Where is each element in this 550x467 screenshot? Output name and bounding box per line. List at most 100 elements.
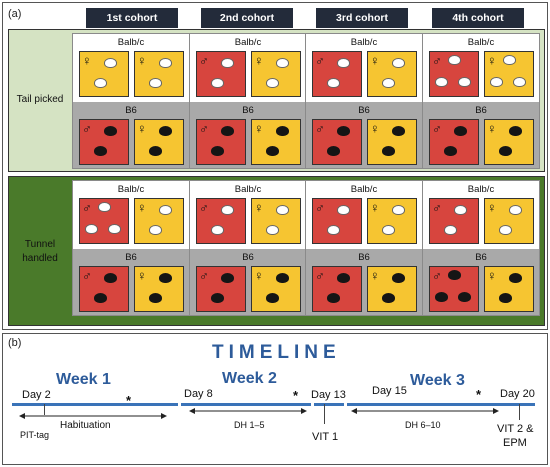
tail-picked-label-line: Tail picked [16,94,64,105]
b6-title: B6 [358,105,370,116]
dh-1-5-label: DH 1–5 [234,420,265,430]
b6-section: B6♂♀ [423,249,539,315]
female-cage-box: ♀ [484,266,534,312]
b6-section: B6♂♀ [423,102,539,168]
black-mouse-icon [392,273,405,283]
male-symbol-icon: ♂ [315,53,325,68]
balbc-title: Balb/c [117,184,145,195]
black-mouse-icon [327,146,340,156]
black-mouse-icon [382,146,395,156]
black-mouse-icon [266,293,279,303]
b6-title: B6 [242,105,254,116]
female-cage-box: ♀ [367,51,417,97]
white-mouse-icon [435,77,448,87]
white-mouse-icon [108,224,121,234]
b6-section: B6♂♀ [73,102,189,168]
male-symbol-icon: ♂ [315,121,325,136]
male-cage-box: ♂ [312,266,362,312]
female-cage-box: ♀ [134,266,184,312]
panel-a-label: (a) [8,8,22,20]
black-mouse-icon [509,273,522,283]
female-symbol-icon: ♀ [137,53,147,68]
dh-6-10-label: DH 6–10 [405,420,441,430]
black-mouse-icon [444,146,457,156]
male-cage-box: ♂ [429,198,479,244]
female-symbol-icon: ♀ [370,268,380,283]
balbc-section: Balb/c♂♀ [306,34,422,100]
panel-b [2,333,548,465]
star-marker-1: * [126,393,132,408]
b6-section: B6♂♀ [190,102,306,168]
day-15-label: Day 15 [372,385,407,397]
female-cage-box: ♀ [134,51,184,97]
black-mouse-icon [448,270,461,280]
female-symbol-icon: ♀ [254,200,264,215]
male-symbol-icon: ♂ [315,268,325,283]
female-symbol-icon: ♀ [254,53,264,68]
male-symbol-icon: ♂ [432,200,442,215]
male-cage-box: ♂ [196,198,246,244]
white-mouse-icon [276,205,289,215]
white-mouse-icon [509,205,522,215]
vit-1-tick [324,404,325,424]
cohort-header-2: 2nd cohort [201,8,293,28]
black-mouse-icon [327,293,340,303]
balbc-title: Balb/c [234,184,262,195]
male-symbol-icon: ♂ [432,121,442,136]
week-1-label: Week 1 [56,371,111,388]
b6-title: B6 [125,105,137,116]
female-symbol-icon: ♀ [487,268,497,283]
black-mouse-icon [104,273,117,283]
cohort-group: Balb/c♂♀B6♂♀ [422,180,540,316]
black-mouse-icon [211,146,224,156]
white-mouse-icon [454,205,467,215]
male-cage-box: ♂ [429,266,479,312]
male-cage-box: ♂ [196,51,246,97]
black-mouse-icon [221,273,234,283]
balbc-section: Balb/c♂♀ [306,181,422,247]
female-symbol-icon: ♀ [487,200,497,215]
female-symbol-icon: ♀ [487,121,497,136]
balbc-title: Balb/c [234,37,262,48]
male-symbol-icon: ♂ [199,53,209,68]
black-mouse-icon [499,146,512,156]
female-cage-box: ♀ [251,119,301,165]
star-marker-2: * [293,388,299,403]
female-cage-box: ♀ [134,119,184,165]
black-mouse-icon [458,292,471,302]
cohort-header-1: 1st cohort [86,8,178,28]
cohort-group: Balb/c♂♀B6♂♀ [189,33,307,169]
white-mouse-icon [382,225,395,235]
white-mouse-icon [276,58,289,68]
black-mouse-icon [454,126,467,136]
male-symbol-icon: ♂ [432,268,442,283]
male-symbol-icon: ♂ [199,200,209,215]
white-mouse-icon [327,225,340,235]
balbc-title: Balb/c [350,184,378,195]
epm-label: EPM [503,437,527,449]
balbc-title: Balb/c [467,184,495,195]
white-mouse-icon [266,225,279,235]
black-mouse-icon [104,126,117,136]
white-mouse-icon [159,58,172,68]
male-symbol-icon: ♂ [432,53,442,68]
black-mouse-icon [392,126,405,136]
black-mouse-icon [149,146,162,156]
female-cage-box: ♀ [484,119,534,165]
b6-section: B6♂♀ [73,249,189,315]
day-13-label: Day 13 [311,389,346,401]
cohort-group: Balb/c♂♀B6♂♀ [72,180,190,316]
b6-section: B6 ♂ ♀ [306,102,422,168]
pit-tag-label: PIT-tag [20,430,50,440]
white-mouse-icon [149,78,162,88]
black-mouse-icon [221,126,234,136]
female-symbol-icon: ♀ [370,121,380,136]
female-symbol-icon: ♀ [254,121,264,136]
female-symbol-icon: ♀ [487,53,497,68]
male-cage-box: ♂ [312,198,362,244]
white-mouse-icon [337,205,350,215]
tail-picked-label: Tail picked [10,93,70,107]
white-mouse-icon [94,78,107,88]
black-mouse-icon [509,126,522,136]
